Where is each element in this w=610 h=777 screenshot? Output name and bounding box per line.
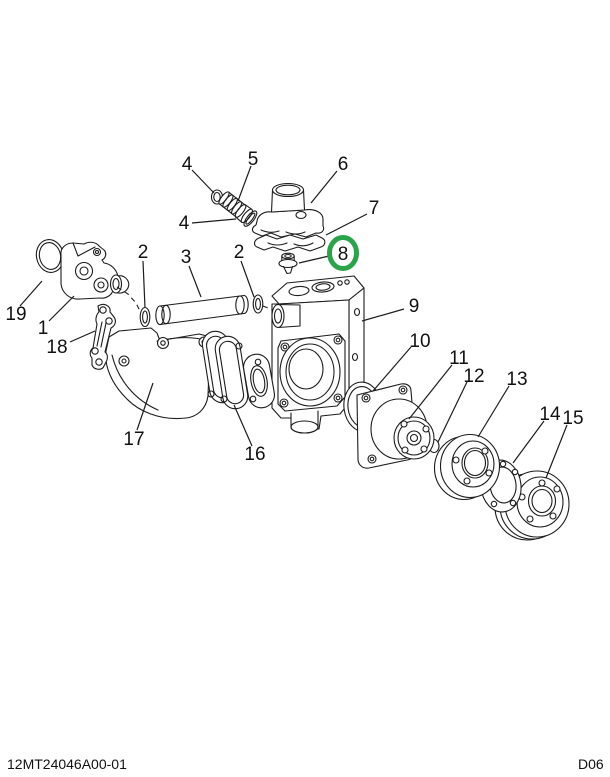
callout-16: 16 (244, 444, 265, 465)
callout-4a: 4 (182, 154, 193, 175)
part-9-housing (243, 275, 365, 434)
part-18-gasket (89, 303, 116, 370)
callout-5: 5 (248, 149, 259, 170)
part-13-pulley (433, 433, 501, 501)
callout-10: 10 (409, 331, 430, 352)
highlight-ring (327, 235, 359, 271)
callout-4b: 4 (179, 213, 190, 234)
callout-14: 14 (539, 404, 561, 425)
callout-3: 3 (181, 247, 192, 268)
part-1-bracket (60, 241, 130, 300)
part-5-bellows (218, 191, 253, 224)
centerline-dashed (116, 286, 274, 312)
callout-15: 15 (562, 408, 583, 429)
callout-12: 12 (463, 366, 484, 387)
callout-labels: 4 5 6 4 7 2 3 2 8 19 1 18 9 10 11 12 13 … (5, 149, 583, 465)
callout-9: 9 (409, 296, 420, 317)
part-6-outlet-housing (251, 182, 325, 238)
callout-11: 11 (449, 348, 469, 369)
part-11-water-pump (356, 383, 435, 469)
part-2a-oring (139, 306, 151, 328)
page-code: D06 (578, 756, 604, 772)
part-7-gasket (254, 234, 326, 252)
leader-lines (19, 165, 568, 479)
document-number: 12MT24046A00-01 (7, 756, 127, 772)
callout-1: 1 (38, 318, 49, 339)
callout-8-highlighted: 8 (338, 244, 349, 265)
callout-18: 18 (46, 337, 67, 358)
callout-6: 6 (338, 154, 349, 175)
part-15-pulley (494, 470, 570, 541)
callout-2a: 2 (138, 242, 149, 263)
callout-17: 17 (123, 429, 144, 450)
part-8-plug (278, 252, 298, 275)
callout-2b: 2 (234, 242, 245, 263)
callout-7: 7 (369, 198, 380, 219)
part-16-gasket (214, 335, 249, 410)
callout-13: 13 (506, 369, 527, 390)
part-2b-oring (252, 294, 264, 314)
part-3-tube (155, 294, 249, 326)
part-4b-oring (243, 210, 258, 227)
callout-19: 19 (5, 304, 26, 325)
